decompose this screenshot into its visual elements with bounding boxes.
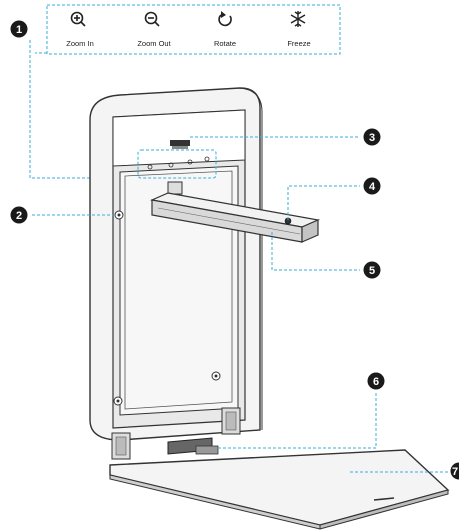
callout-badge-6: 6 (367, 372, 385, 390)
callout-5-leader (271, 232, 360, 271)
callout-badge-4: 4 (363, 177, 381, 195)
freeze-icon (290, 11, 306, 27)
camera-arm (149, 181, 321, 243)
callout-number-3: 3 (369, 132, 375, 144)
zoom-out-icon (144, 11, 160, 27)
device-body (89, 87, 263, 441)
rotate-icon (218, 11, 232, 27)
device-button-group (137, 149, 217, 179)
zoom-in-icon (70, 11, 86, 27)
function-bar-panel (46, 4, 341, 55)
callout-badge-2: 2 (10, 206, 28, 224)
callout-6-leader (218, 392, 377, 449)
base-plate (109, 449, 450, 530)
callout-number-1: 1 (16, 24, 22, 36)
port-slot (167, 437, 219, 455)
hinge-right (221, 407, 241, 435)
function-label-rotate: Rotate (214, 39, 236, 48)
device-buttons (147, 156, 210, 170)
function-label-freeze: Freeze (287, 39, 310, 48)
callout-badge-1: 1 (10, 20, 28, 38)
callout-badge-5: 5 (363, 261, 381, 279)
callout-number-5: 5 (369, 265, 375, 277)
function-label-zoom-in: Zoom In (66, 39, 94, 48)
callout-number-4: 4 (369, 181, 376, 193)
callout-badge-3: 3 (363, 128, 381, 146)
callout-number-6: 6 (373, 376, 379, 388)
callout-4-leader (287, 185, 360, 220)
indicator-slot (170, 140, 190, 149)
hinge-left (111, 432, 131, 460)
function-label-zoom-out: Zoom Out (137, 39, 171, 48)
callout-number-7: 7 (452, 466, 458, 478)
callout-badge-7: 7 (450, 462, 459, 480)
callout-number-2: 2 (16, 210, 22, 222)
